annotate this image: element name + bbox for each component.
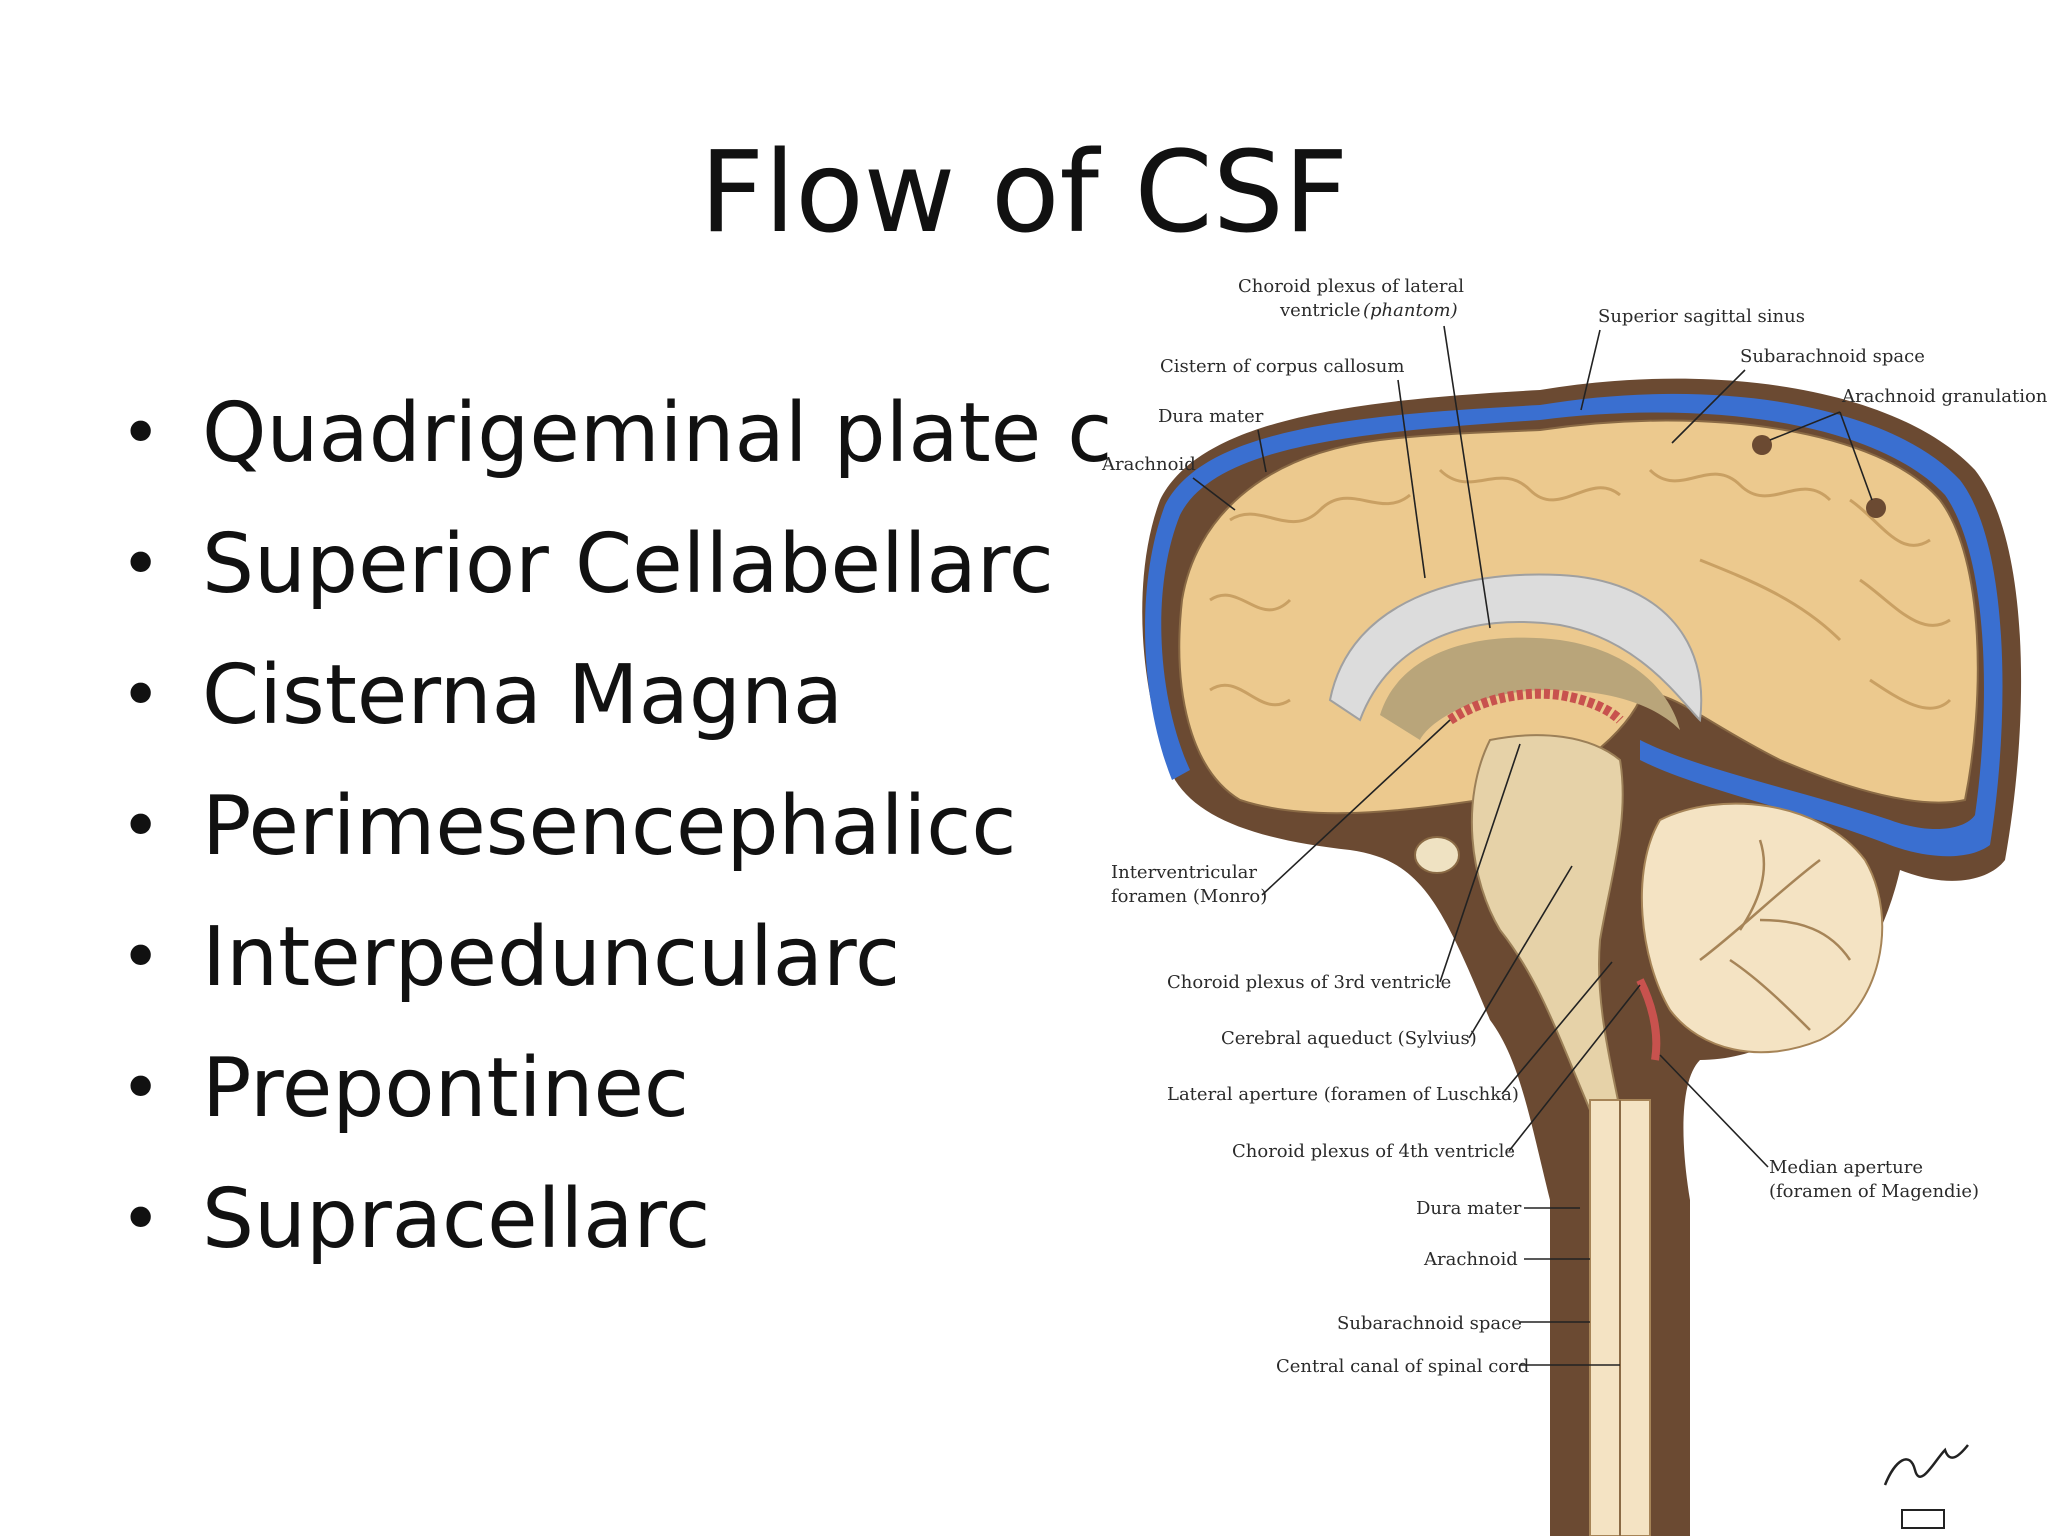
choroid-plexus-lateral <box>1447 688 1624 725</box>
bullet-item: Cisterna Magna <box>120 630 1112 761</box>
label-choroid-4th: Choroid plexus of 4th ventricle <box>1232 1141 1515 1162</box>
label-cerebral-aqueduct: Cerebral aqueduct (Sylvius) <box>1221 1028 1477 1049</box>
brainstem <box>1470 734 1624 1111</box>
copyright-logo <box>1901 1509 1945 1529</box>
label-subarachnoid-space: Subarachnoid space <box>1740 346 1925 367</box>
label-arachnoid: Arachnoid <box>1101 454 1196 475</box>
bullet-item: Prepontinec <box>120 1023 1112 1154</box>
csf-anatomy-illustration: Choroid plexus of lateral ventricle (pha… <box>1101 276 2048 1536</box>
label-subarachnoid-spinal: Subarachnoid space <box>1337 1313 1522 1334</box>
bullet-item: Perimesencephalicc <box>120 761 1112 892</box>
bullet-item: Quadrigeminal plate c <box>120 368 1112 499</box>
label-arachnoid-spinal: Arachnoid <box>1423 1249 1518 1270</box>
label-central-canal: Central canal of spinal cord <box>1276 1356 1529 1377</box>
bullet-item: Supracellarc <box>120 1154 1112 1285</box>
gyri-pattern <box>1209 468 1952 710</box>
bullet-list: Quadrigeminal plate c Superior Cellabell… <box>120 368 1112 1285</box>
label-median-aperture: Median aperture <box>1769 1157 1923 1178</box>
label-dura-spinal: Dura mater <box>1416 1198 1522 1219</box>
label-choroid-lateral: ventricle <box>1279 300 1361 321</box>
arbor-vitae <box>1699 839 1852 1031</box>
cerebellum <box>1640 802 1884 1054</box>
label-cistern-corpus: Cistern of corpus callosum <box>1160 356 1404 377</box>
arachnoid-granulation <box>1866 498 1886 518</box>
artist-signature <box>1883 1444 1969 1486</box>
label-dura-mater: Dura mater <box>1158 406 1264 427</box>
label-choroid-lateral-phantom: (phantom) <box>1363 300 1458 321</box>
leader-lines <box>1192 325 1873 1366</box>
label-lateral-aperture: Lateral aperture (foramen of Luschka) <box>1167 1084 1519 1105</box>
label-arachnoid-granulations: Arachnoid granulations <box>1841 386 2048 407</box>
choroid-plexus-4th <box>1636 978 1661 1061</box>
label-superior-sagittal-sinus: Superior sagittal sinus <box>1598 306 1805 327</box>
slide-title: Flow of CSF <box>699 128 1349 258</box>
pituitary <box>1414 836 1460 874</box>
arachnoid-granulation <box>1752 435 1772 455</box>
bullet-item: Interpeduncularc <box>120 892 1112 1023</box>
bullet-item: Superior Cellabellarc <box>120 499 1112 630</box>
label-median-aperture: (foramen of Magendie) <box>1769 1181 1979 1202</box>
label-choroid-3rd: Choroid plexus of 3rd ventricle <box>1167 972 1451 993</box>
label-choroid-lateral: Choroid plexus of lateral <box>1238 276 1464 297</box>
label-interventricular: foramen (Monro) <box>1111 886 1267 907</box>
lateral-ventricle <box>1380 637 1680 740</box>
corpus-callosum <box>1328 573 1703 723</box>
label-interventricular: Interventricular <box>1111 862 1257 883</box>
